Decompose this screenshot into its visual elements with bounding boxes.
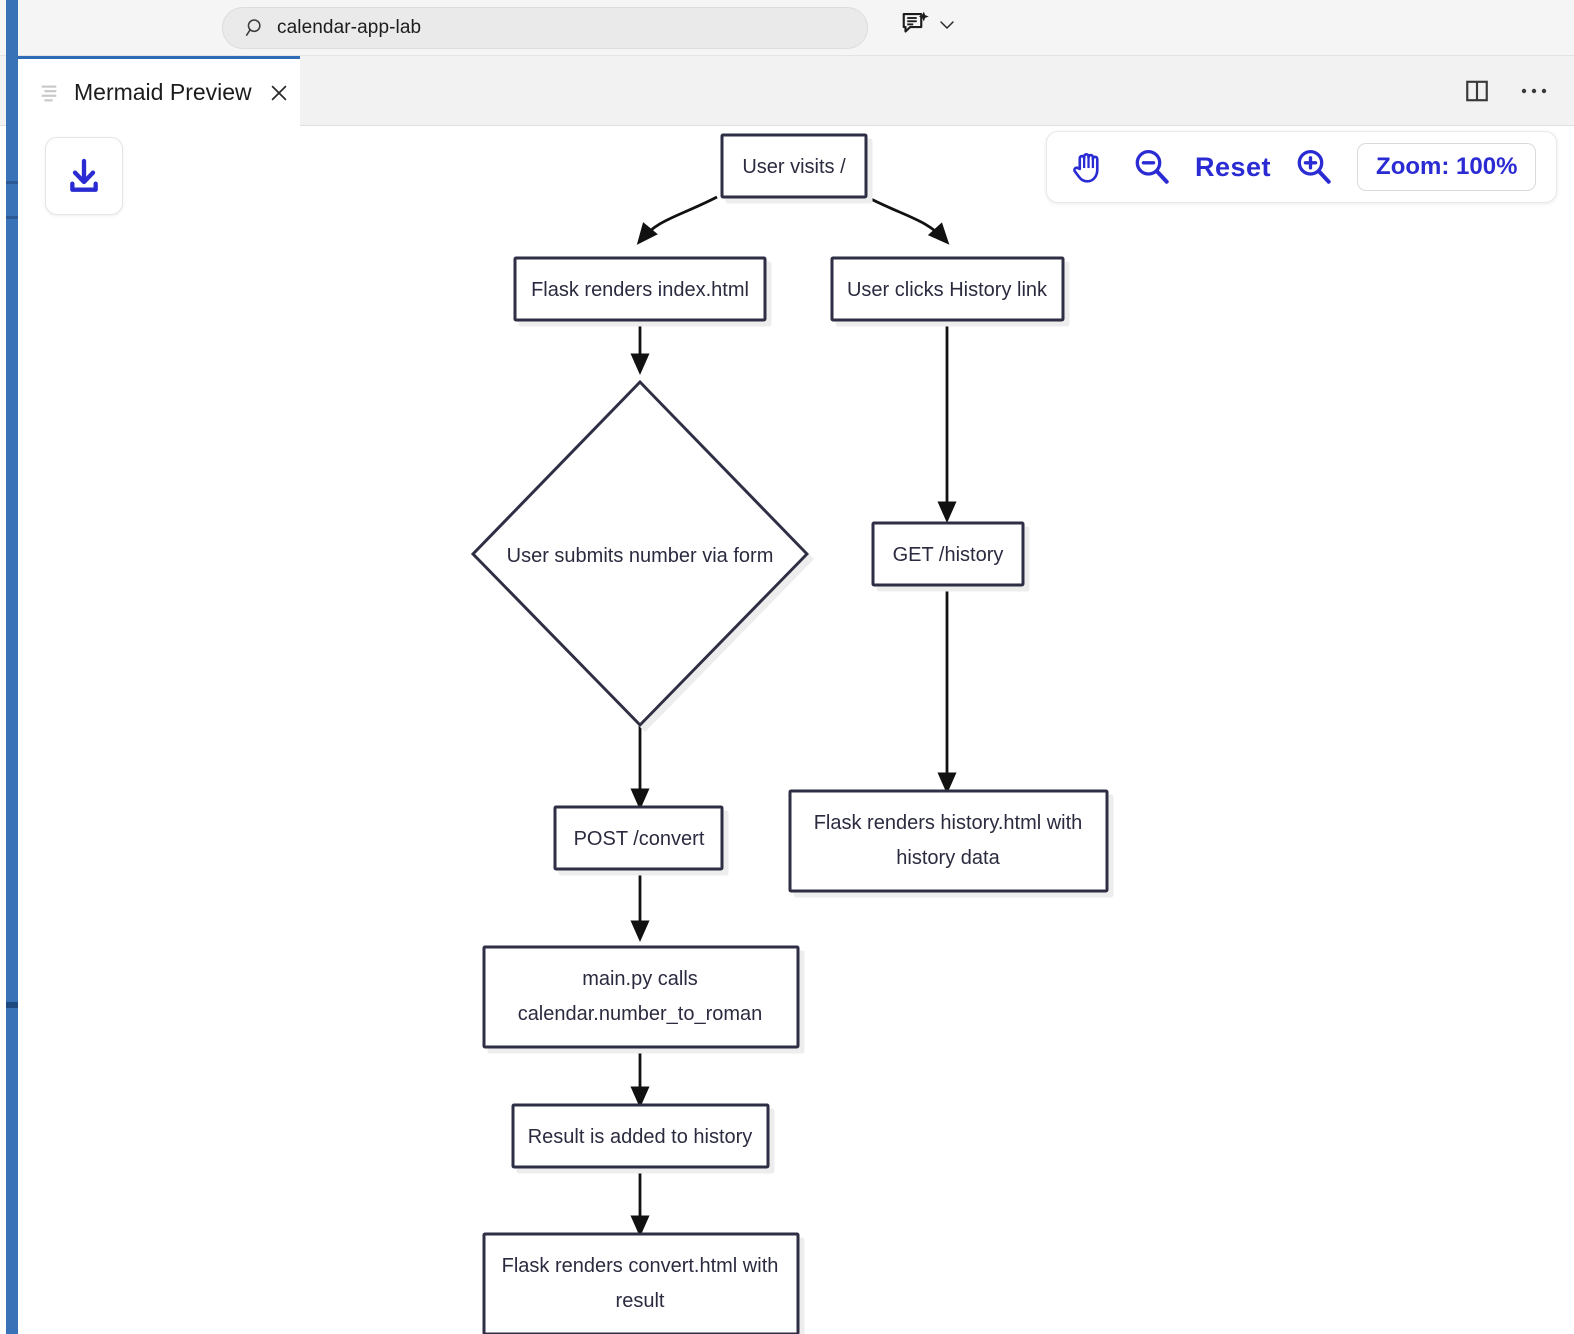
node-get-history[interactable]: GET /history xyxy=(871,521,1025,587)
left-rail-marker-c xyxy=(6,1002,18,1008)
tab-mermaid-preview[interactable]: Mermaid Preview xyxy=(12,56,300,126)
node-label-line1: Flask renders convert.html with xyxy=(502,1255,779,1277)
tab-label: Mermaid Preview xyxy=(74,79,252,105)
node-label-line1: Flask renders history.html with xyxy=(814,812,1083,834)
node-label: POST /convert xyxy=(574,828,705,850)
copilot-menu[interactable] xyxy=(900,10,956,40)
close-icon[interactable] xyxy=(268,82,290,104)
left-accent-rail xyxy=(6,0,18,1334)
node-label-line2: history data xyxy=(896,847,1000,869)
search-value: calendar-app-lab xyxy=(277,17,422,38)
node-flask-renders-history[interactable]: Flask renders history.html with history … xyxy=(788,789,1109,893)
reset-button[interactable]: Reset xyxy=(1195,151,1272,182)
mermaid-preview-canvas: User visits / Flask renders index.html U… xyxy=(18,127,1574,1334)
edge-n1-n2 xyxy=(636,195,718,245)
chevron-down-icon xyxy=(940,21,954,29)
node-label: User submits number via form xyxy=(507,545,774,567)
search-input[interactable]: calendar-app-lab xyxy=(222,7,868,49)
download-button[interactable] xyxy=(45,137,123,215)
search-icon xyxy=(245,19,261,36)
node-label: Flask renders index.html xyxy=(531,279,749,301)
tab-strip: Mermaid Preview xyxy=(0,56,1574,126)
zoom-out-icon[interactable] xyxy=(1131,146,1173,188)
zoom-in-icon[interactable] xyxy=(1293,146,1335,188)
download-icon xyxy=(70,158,98,192)
node-user-visits[interactable]: User visits / xyxy=(720,133,868,199)
edge-group xyxy=(630,195,957,1238)
node-label-line1: main.py calls xyxy=(582,968,698,990)
node-label-line2: result xyxy=(616,1290,665,1312)
node-user-clicks-history[interactable]: User clicks History link xyxy=(830,256,1065,322)
ellipsis-icon[interactable] xyxy=(1520,86,1548,96)
lines-icon xyxy=(41,84,57,101)
split-editor-icon[interactable] xyxy=(1464,78,1490,104)
node-label: GET /history xyxy=(893,544,1004,566)
tab-strip-actions xyxy=(1464,56,1548,126)
hand-pan-icon[interactable] xyxy=(1067,146,1109,188)
node-label: User visits / xyxy=(742,156,846,178)
node-label-line2: calendar.number_to_roman xyxy=(518,1003,763,1025)
zoom-toolbar: Reset Zoom: 100% xyxy=(1046,131,1558,203)
node-mainpy-calls[interactable]: main.py calls calendar.number_to_roman xyxy=(482,945,800,1049)
node-label: User clicks History link xyxy=(847,279,1048,301)
top-bar: calendar-app-lab xyxy=(0,0,1574,56)
left-rail-marker-a xyxy=(6,181,18,184)
node-label: Result is added to history xyxy=(528,1126,753,1148)
copilot-chat-icon xyxy=(902,11,929,33)
node-flask-renders-index[interactable]: Flask renders index.html xyxy=(513,256,767,322)
node-result-added-history[interactable]: Result is added to history xyxy=(511,1103,770,1169)
node-post-convert[interactable]: POST /convert xyxy=(553,805,724,871)
node-user-submits-number[interactable]: User submits number via form xyxy=(470,379,810,728)
mermaid-flowchart: User visits / Flask renders index.html U… xyxy=(470,133,1109,1334)
edge-n1-n3 xyxy=(866,195,950,245)
left-rail-marker-b xyxy=(6,216,18,219)
zoom-level-badge[interactable]: Zoom: 100% xyxy=(1357,143,1537,191)
node-flask-renders-convert[interactable]: Flask renders convert.html with result xyxy=(482,1232,800,1334)
